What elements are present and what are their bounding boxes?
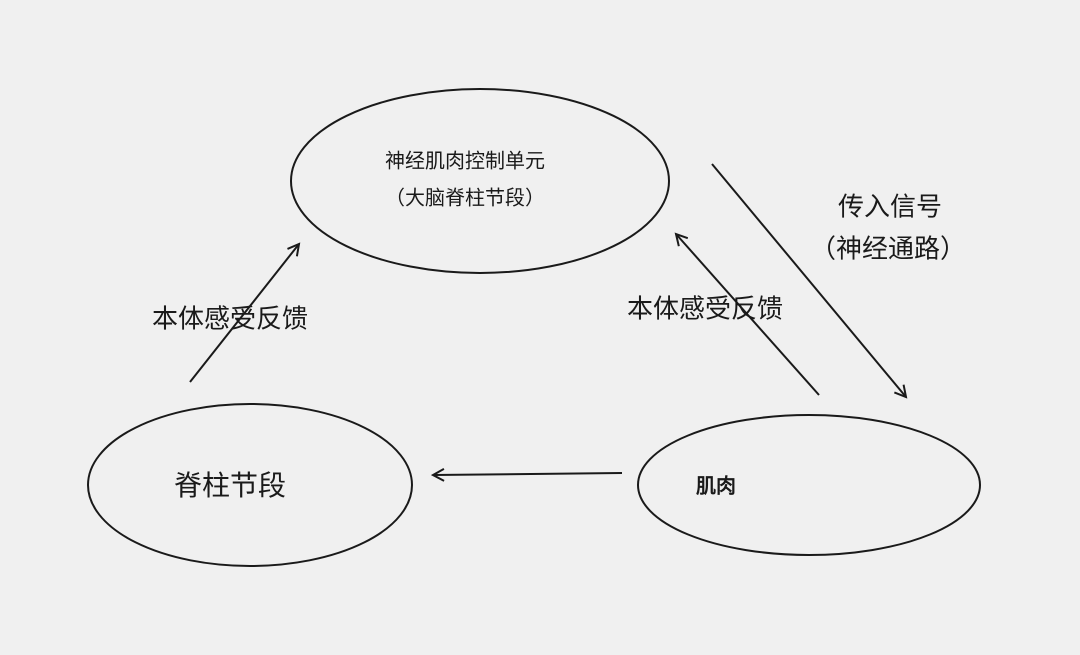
proprio-right-label: 本体感受反馈	[627, 295, 783, 325]
control-unit-node	[290, 88, 670, 274]
proprio-left-arrow	[189, 244, 299, 383]
control-unit-sublabel: （大脑脊柱节段）	[385, 186, 545, 210]
spinal-segment-node	[87, 403, 413, 567]
control-unit-label: 神经肌肉控制单元	[385, 149, 545, 173]
spinal-segment-label: 脊柱节段	[174, 469, 286, 502]
proprio-left-label: 本体感受反馈	[152, 305, 308, 335]
afferent-label: 传入信号	[838, 193, 942, 223]
muscle-node	[637, 414, 981, 556]
proprio-right-arrow	[676, 234, 820, 396]
muscle-to-spine-arrow	[433, 473, 623, 475]
muscle-label: 肌肉	[696, 474, 736, 498]
afferent-sublabel: （神经通路）	[810, 235, 966, 265]
afferent-arrow	[711, 163, 906, 397]
